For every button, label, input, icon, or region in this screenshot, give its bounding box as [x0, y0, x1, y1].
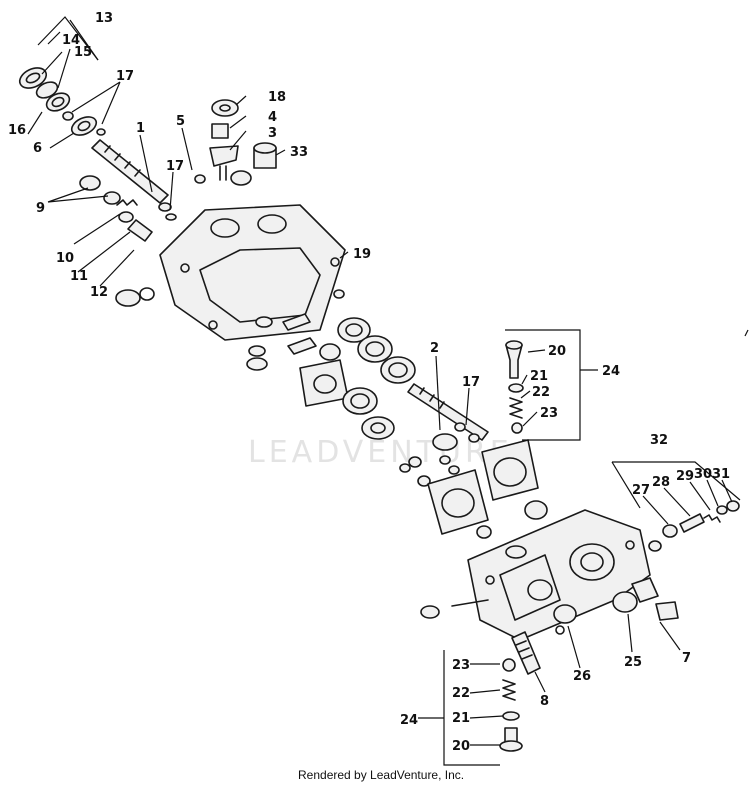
callout-17: 17	[166, 159, 184, 174]
callout-7: 7	[682, 651, 691, 666]
callout-17: 17	[116, 69, 134, 84]
callout-11: 11	[70, 269, 88, 284]
callout-26: 26	[573, 669, 591, 684]
output-shaft	[407, 383, 489, 441]
leader-lines	[27, 16, 749, 766]
callout-1: 1	[136, 121, 145, 136]
callout-10: 10	[56, 251, 74, 266]
callout-20: 20	[548, 344, 566, 359]
lower-relief-valve	[499, 658, 523, 752]
watermark: LEADVENTURE	[248, 435, 513, 470]
callout-31: 31	[712, 467, 730, 482]
callout-24: 24	[400, 713, 418, 728]
callout-32: 32	[650, 433, 668, 448]
callout-12: 12	[90, 285, 108, 300]
callout-labels: 13 14 15 17 16 6 1 5 17 18 4 3 33 19 9 1…	[8, 11, 730, 754]
screw-8	[511, 631, 541, 675]
footer-credit: Rendered by LeadVenture, Inc.	[298, 768, 464, 782]
rotors	[399, 422, 548, 539]
callout-5: 5	[176, 114, 185, 129]
callout-14: 14	[62, 33, 80, 48]
callout-2: 2	[430, 341, 439, 356]
callout-22: 22	[532, 385, 550, 400]
callout-22: 22	[452, 686, 470, 701]
input-shaft	[91, 139, 172, 212]
top-parts	[165, 99, 277, 221]
callout-30: 30	[694, 467, 712, 482]
bearing-stack	[18, 67, 106, 136]
callout-25: 25	[624, 655, 642, 670]
callout-33: 33	[290, 145, 308, 160]
callout-21: 21	[530, 369, 548, 384]
callout-24: 24	[602, 364, 620, 379]
callout-19: 19	[353, 247, 371, 262]
callout-17: 17	[462, 375, 480, 390]
callout-13: 13	[95, 11, 113, 26]
callout-4: 4	[268, 110, 277, 125]
upper-housing	[159, 204, 346, 341]
callout-15: 15	[74, 45, 92, 60]
callout-23: 23	[452, 658, 470, 673]
callout-6: 6	[33, 141, 42, 156]
callout-16: 16	[8, 123, 26, 138]
charge-valve-stack	[662, 500, 740, 538]
callout-27: 27	[632, 483, 650, 498]
callout-23: 23	[540, 406, 558, 421]
callout-9: 9	[36, 201, 45, 216]
callout-21: 21	[452, 711, 470, 726]
center-section	[420, 509, 679, 641]
thrust-parts	[246, 289, 416, 440]
check-valve-parts	[79, 175, 155, 307]
callout-29: 29	[676, 469, 694, 484]
callout-3: 3	[268, 126, 277, 141]
callout-28: 28	[652, 475, 670, 490]
callout-18: 18	[268, 90, 286, 105]
callout-8: 8	[540, 694, 549, 709]
upper-relief-valve	[505, 340, 524, 434]
callout-20: 20	[452, 739, 470, 754]
